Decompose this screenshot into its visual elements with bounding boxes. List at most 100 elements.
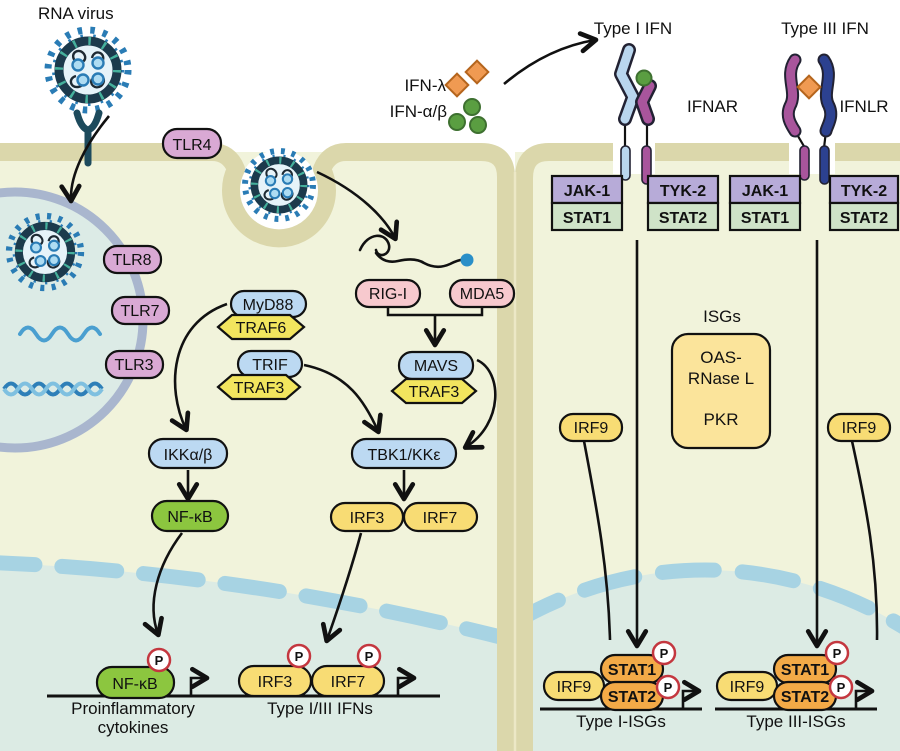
secretion-arrow	[503, 31, 599, 85]
promoter-arrow-cytokines	[189, 666, 210, 696]
irf7-label: IRF7	[423, 510, 458, 527]
irf9-join-curve-right	[850, 440, 879, 641]
ifnar-label: IFNAR	[687, 97, 738, 116]
ikk-pill: IKKα/β	[147, 437, 229, 470]
traf3-mavs-hexagon: TRAF3	[390, 377, 478, 405]
svg-text:P: P	[365, 649, 374, 664]
traf3-trif-label: TRAF3	[234, 380, 285, 397]
tlr7-pill: TLR7	[110, 295, 171, 326]
ifn-lambda-label: IFN-λ	[404, 76, 446, 95]
tyk2-label: TYK-2	[841, 183, 887, 200]
traf6-label: TRAF6	[236, 320, 287, 337]
irf9-label: IRF9	[574, 420, 609, 437]
ifn-alpha-beta-icon	[448, 98, 487, 134]
gene2-label: Type I/III IFNs	[267, 699, 373, 718]
jak-stat-stack-1: JAK-1 STAT1	[550, 174, 624, 232]
irf3-label: IRF3	[350, 510, 385, 527]
phospho-badge	[651, 640, 677, 666]
traf3-trif-hexagon: TRAF3	[216, 373, 302, 401]
stat2-label: STAT2	[608, 689, 656, 706]
stat1-label: STAT1	[741, 210, 789, 227]
stat2-label: STAT2	[659, 210, 707, 227]
ifn-lambda-icon	[444, 59, 490, 98]
cytosolic-rna-icon	[358, 234, 474, 269]
type1-isgs-label: Type I-ISGs	[576, 712, 666, 731]
jak-stat-stack-2: TYK-2 STAT2	[646, 174, 720, 232]
stat1-label: STAT1	[563, 210, 611, 227]
pkr-label: PKR	[704, 410, 739, 429]
stat1-label: STAT1	[608, 662, 656, 679]
mavs-to-tbk1-arrow	[462, 358, 497, 450]
stat2-label: STAT2	[781, 689, 829, 706]
type3-isgs-label: Type III-ISGs	[746, 712, 845, 731]
nuclear-irf7-pill: IRF7	[310, 664, 386, 698]
irf9-pill-left: IRF9	[558, 412, 624, 443]
traf6-hexagon: TRAF6	[216, 313, 306, 341]
tbk1-label: TBK1/KKε	[368, 447, 441, 464]
nfkb-label: NF-κB	[167, 509, 212, 526]
promoter-arrow-type1-isgs	[681, 679, 702, 709]
phospho-badge: P	[286, 643, 312, 669]
right-plasma-membrane	[515, 143, 900, 751]
uncoating-arrow	[316, 170, 400, 242]
jak1-label: JAK-1	[742, 183, 788, 200]
bound-ifn-lambda-icon	[796, 74, 822, 100]
myd88-to-ikk-arrow	[169, 302, 228, 433]
ssrna-icon	[18, 325, 102, 343]
left-nucleus	[0, 555, 502, 751]
tlr8-pill: TLR8	[102, 244, 163, 275]
promoter-arrow-type3-isgs	[854, 679, 875, 709]
irf9-join-curve-left	[582, 440, 612, 641]
mda5-pill: MDA5	[448, 278, 516, 309]
virus-entry-arrow	[59, 115, 111, 204]
bound-ifn-ab-icon	[635, 69, 653, 87]
oas-label-line2: RNase L	[688, 369, 754, 388]
tlr3-pill: TLR3	[104, 349, 165, 380]
nuclear-nfkb-pill: NF-κB	[95, 665, 176, 700]
jak1-label: JAK-1	[564, 183, 610, 200]
isgf3-complex-type3: IRF9 STAT1 STAT2 P P	[715, 640, 854, 712]
tlr4-pill: TLR4	[161, 127, 223, 160]
nuclear-irf7-label: IRF7	[331, 674, 366, 691]
nuclear-irf3-label: IRF3	[258, 674, 293, 691]
left-plasma-membrane	[0, 143, 515, 751]
irf3-pill: IRF3	[329, 501, 405, 533]
mavs-label: MAVS	[414, 358, 458, 375]
gene1-label-line1: Proinflammatory	[71, 699, 195, 718]
isg-effectors-box: OAS- RNase L PKR	[670, 332, 772, 450]
tlr8-label: TLR8	[112, 252, 151, 269]
stat1-label: STAT1	[781, 662, 829, 679]
jak-stat-stack-4: TYK-2 STAT2	[828, 174, 900, 232]
trif-label: TRIF	[252, 357, 288, 374]
phospho-badge	[655, 674, 681, 700]
promoter-arrow-ifns	[396, 666, 417, 696]
ifn-alpha-beta-label: IFN-α/β	[390, 102, 448, 121]
nfkb-pill: NF-κB	[150, 499, 230, 533]
ikk-label: IKKα/β	[164, 447, 213, 464]
mavs-pill: MAVS	[397, 350, 475, 381]
svg-text:P: P	[664, 680, 673, 695]
rig-i-label: RIG-I	[369, 286, 407, 303]
jak-stat-stack-3: JAK-1 STAT1	[728, 174, 802, 232]
trif-pill: TRIF	[236, 349, 304, 379]
traf3-mavs-label: TRAF3	[409, 384, 460, 401]
irf9-label: IRF9	[842, 420, 877, 437]
svg-text:P: P	[660, 646, 669, 661]
nuclear-nfkb-label: NF-κB	[112, 676, 157, 693]
phospho-badge: P	[146, 647, 172, 673]
tyk2-label: TYK-2	[660, 183, 706, 200]
myd88-label: MyD88	[243, 297, 294, 314]
dsrna-icon	[2, 381, 104, 397]
irf9-label: IRF9	[557, 679, 592, 696]
gene1-label-line2: cytokines	[98, 718, 169, 737]
phospho-badge	[828, 674, 854, 700]
irf9-pill-right: IRF9	[826, 412, 892, 443]
tlr3-label: TLR3	[114, 357, 153, 374]
oas-label-line1: OAS-	[700, 348, 742, 367]
phospho-badge	[824, 640, 850, 666]
ifnlr-label: IFNLR	[839, 97, 888, 116]
rig-i-pill: RIG-I	[354, 278, 422, 309]
phospho-badge: P	[356, 643, 382, 669]
stat2-label: STAT2	[840, 210, 888, 227]
svg-text:P: P	[295, 649, 304, 664]
